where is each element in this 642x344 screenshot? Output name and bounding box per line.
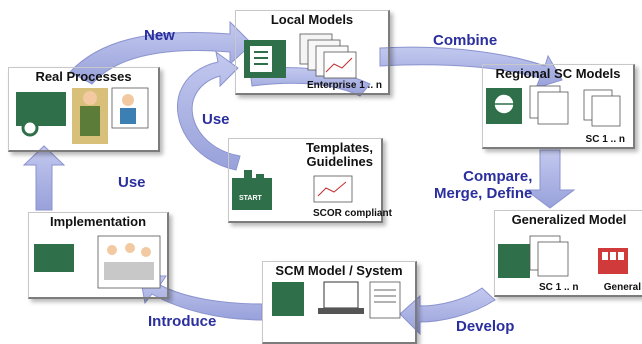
label-compare-merge-define: Compare, Merge, Define bbox=[434, 168, 533, 203]
factory-document-icon bbox=[244, 33, 357, 79]
templates-caption: SCOR compliant bbox=[313, 208, 392, 219]
real-processes-box: Real Processes bbox=[8, 67, 160, 152]
label-combine: Combine bbox=[433, 32, 498, 49]
scm-model-system-title: SCM Model / System bbox=[275, 263, 403, 278]
label-use-left: Use bbox=[118, 174, 146, 191]
arrow-compare bbox=[524, 149, 576, 209]
start-label: START bbox=[237, 195, 264, 202]
generalized-model-caption: SC 1 .. n bbox=[539, 282, 579, 293]
globe-network-icon bbox=[486, 85, 621, 127]
label-use-top: Use bbox=[202, 111, 230, 128]
templates-title: Templates, Guidelines bbox=[306, 140, 373, 170]
templates-guidelines-box: Templates, Guidelines SCOR compliant STA… bbox=[228, 138, 392, 223]
regional-sc-models-caption: SC 1 .. n bbox=[585, 134, 625, 145]
implementation-box: Implementation bbox=[28, 212, 169, 299]
label-new: New bbox=[144, 27, 175, 44]
label-introduce: Introduce bbox=[148, 313, 217, 330]
regional-sc-models-title: Regional SC Models bbox=[495, 66, 621, 81]
factory-start-icon bbox=[232, 170, 353, 210]
generalized-model-caption-general: General bbox=[603, 282, 641, 293]
arrow-combine bbox=[379, 46, 563, 89]
laptop-document-icon bbox=[272, 281, 401, 319]
arrow-use-left bbox=[22, 145, 66, 211]
forklift-worker-icon bbox=[16, 87, 149, 144]
regional-sc-models-box: Regional SC Models SC 1 .. n bbox=[482, 64, 635, 149]
label-develop: Develop bbox=[456, 318, 515, 335]
outer-cycle-arrows bbox=[22, 20, 576, 336]
generalized-model-title: Generalized Model bbox=[511, 212, 627, 227]
scm-model-system-box: SCM Model / System bbox=[262, 261, 417, 344]
generalized-model-box: Generalized Model SC 1 .. n General bbox=[494, 210, 642, 297]
factory-chart-icon bbox=[498, 235, 628, 278]
local-models-box: Local Models Enterprise 1 .. n bbox=[235, 10, 390, 95]
local-models-caption: Enterprise 1 .. n bbox=[306, 80, 382, 91]
team-meeting-icon bbox=[34, 235, 161, 289]
implementation-title: Implementation bbox=[49, 214, 147, 229]
arrow-develop bbox=[399, 287, 496, 336]
local-models-title: Local Models bbox=[270, 12, 354, 27]
real-processes-title: Real Processes bbox=[35, 69, 132, 84]
